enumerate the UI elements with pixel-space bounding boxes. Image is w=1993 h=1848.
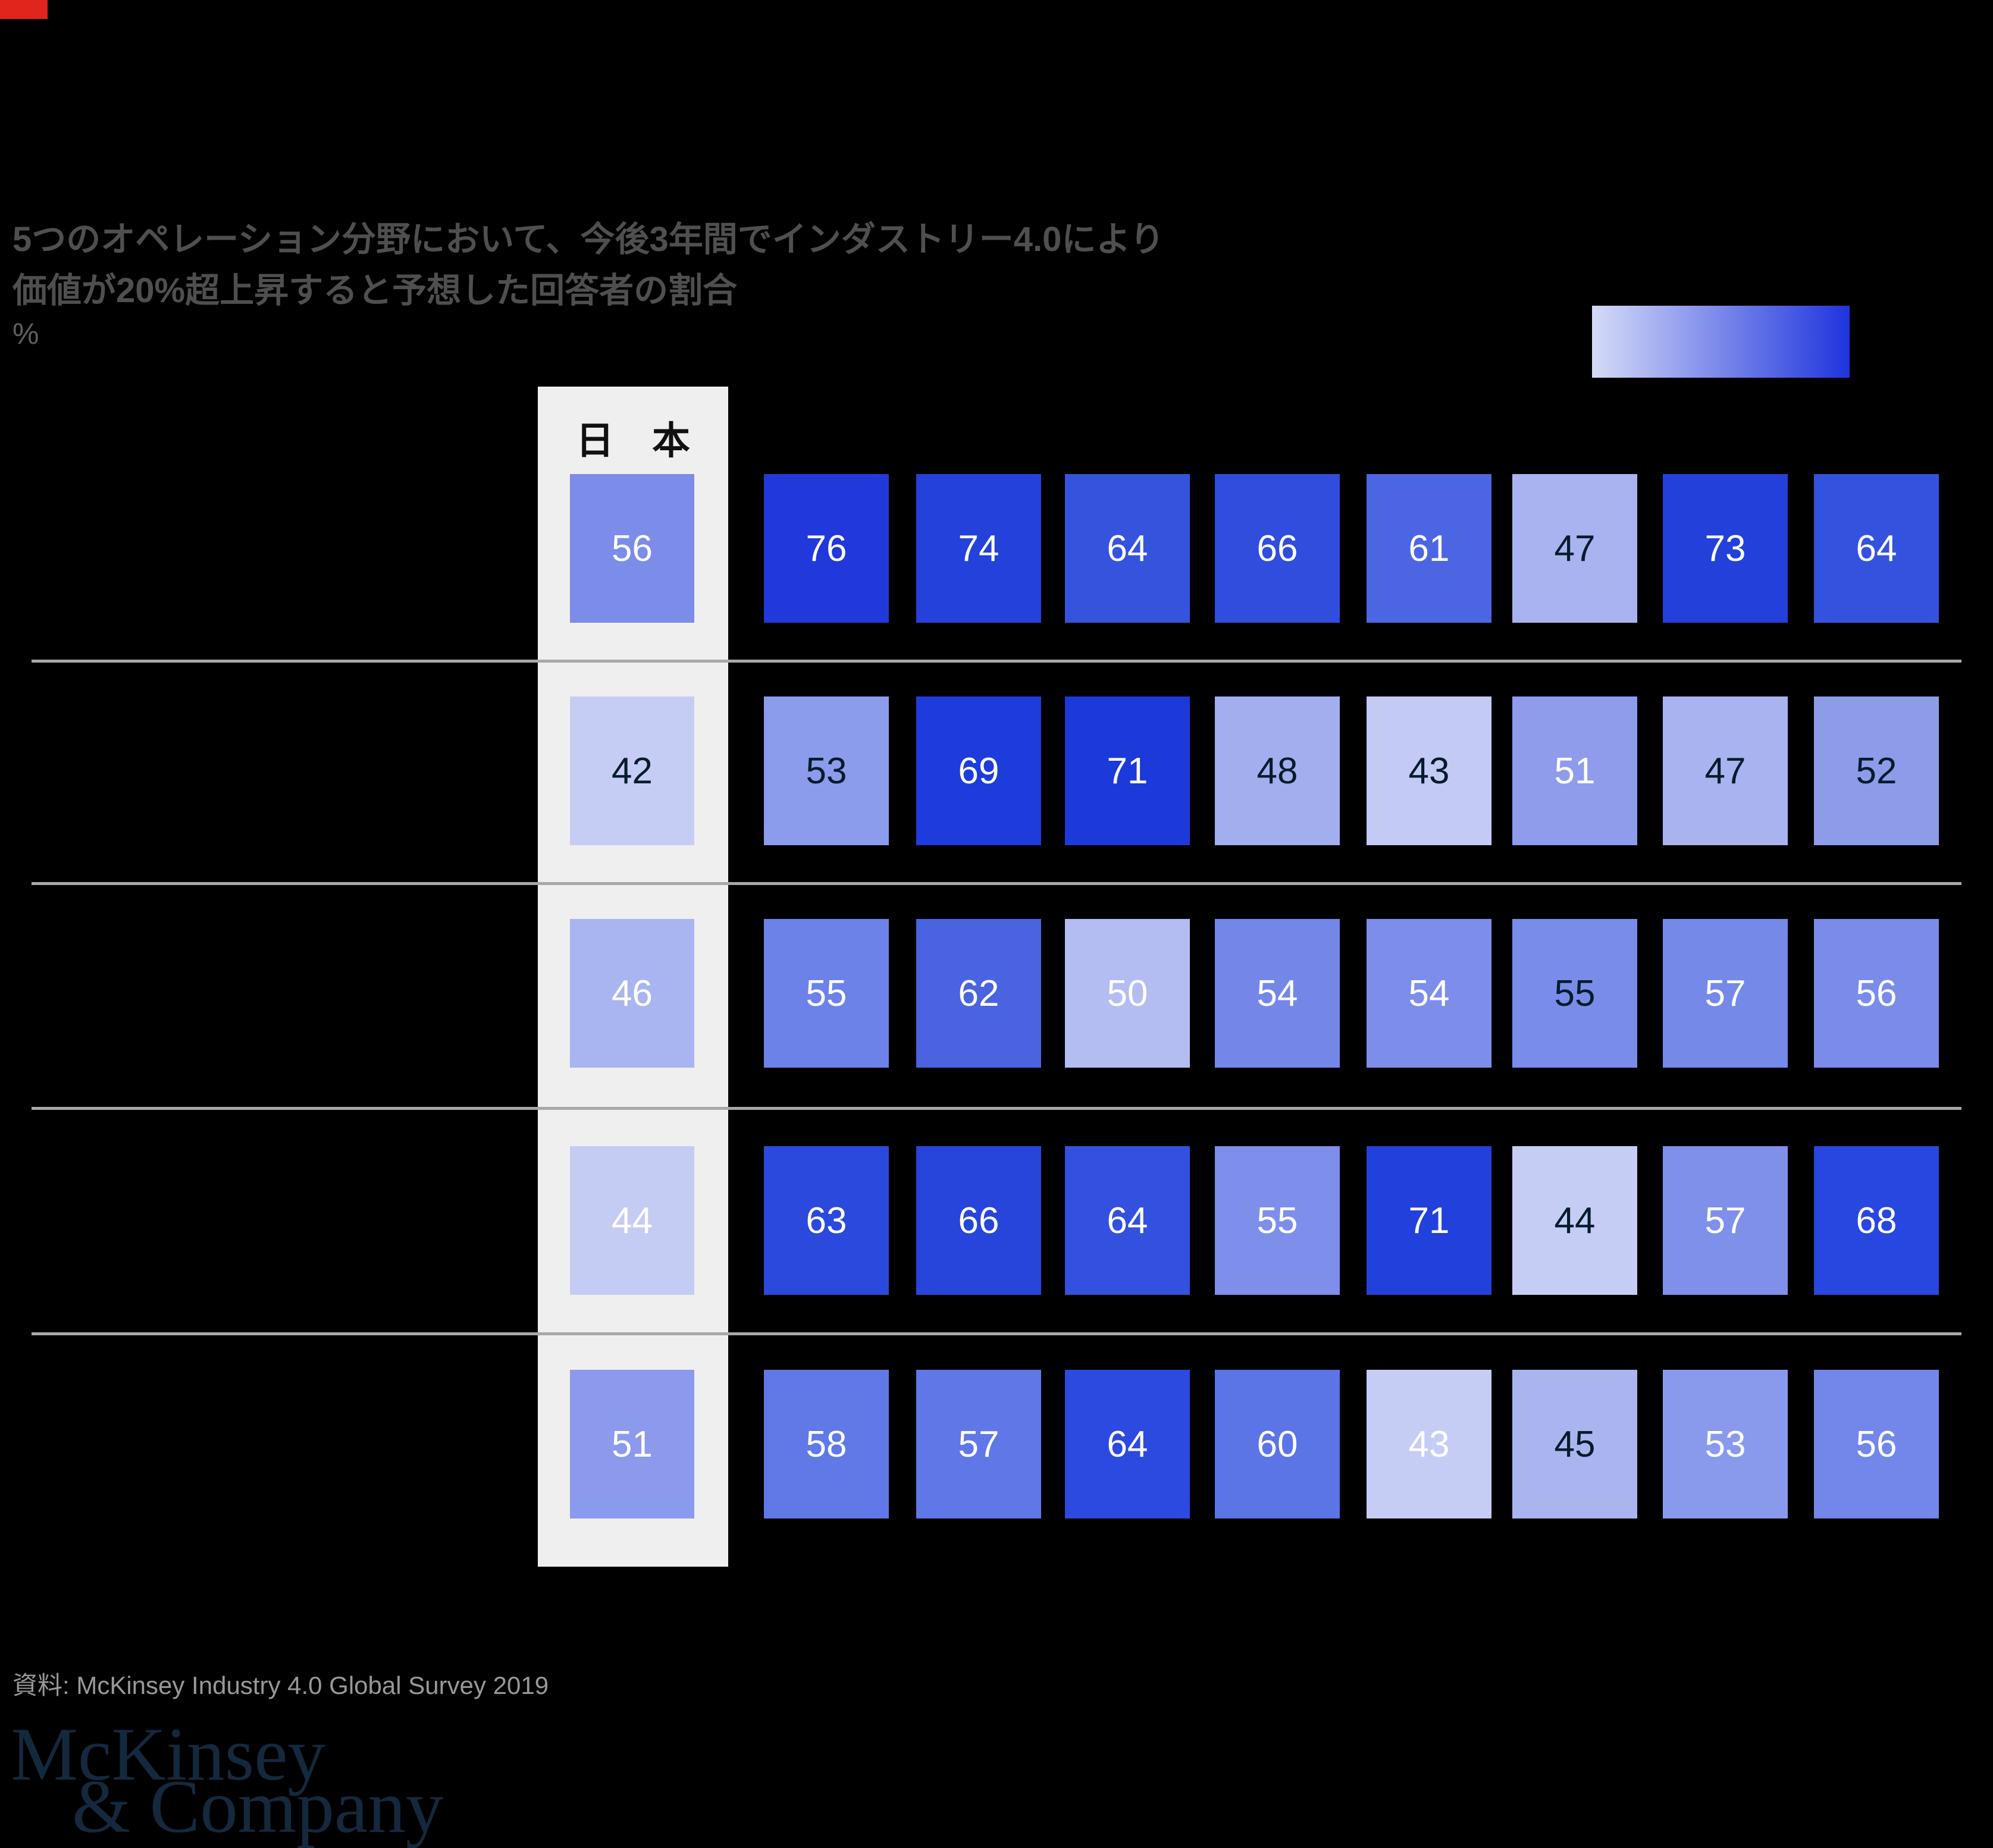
row-separator xyxy=(32,1332,1961,1335)
heatmap-cell: 68 xyxy=(1814,1146,1939,1295)
heatmap-cell: 54 xyxy=(1367,919,1491,1068)
heatmap-cell: 76 xyxy=(764,474,889,623)
heatmap-cell: 60 xyxy=(1215,1370,1340,1518)
heatmap-cell-japan: 44 xyxy=(570,1146,694,1295)
heatmap-cell: 55 xyxy=(1512,919,1637,1068)
unit-label: % xyxy=(12,317,39,350)
heatmap-cell: 51 xyxy=(1512,696,1637,845)
heatmap-cell: 47 xyxy=(1512,474,1637,623)
heatmap-cell: 54 xyxy=(1215,919,1340,1068)
heatmap-cell: 52 xyxy=(1814,696,1939,845)
heatmap-cell: 64 xyxy=(1814,474,1939,623)
heatmap-cell: 64 xyxy=(1065,1370,1190,1518)
heatmap-cell: 48 xyxy=(1215,696,1340,845)
row-separator xyxy=(32,882,1961,885)
heatmap-cell-japan: 56 xyxy=(570,474,694,623)
heatmap-cell: 56 xyxy=(1814,919,1939,1068)
heatmap-cell: 64 xyxy=(1065,474,1190,623)
heatmap-cell: 61 xyxy=(1367,474,1491,623)
heatmap-cell: 64 xyxy=(1065,1146,1190,1295)
heatmap-cell: 47 xyxy=(1663,696,1788,845)
heatmap-cell: 55 xyxy=(764,919,889,1068)
heatmap-cell: 66 xyxy=(916,1146,1041,1295)
source-note: 資料: McKinsey Industry 4.0 Global Survey … xyxy=(12,1671,549,1699)
row-separator xyxy=(32,660,1961,663)
japan-column-header: 日 本 xyxy=(576,419,690,462)
heatmap-cell: 71 xyxy=(1065,696,1190,845)
heatmap-cell: 45 xyxy=(1512,1370,1637,1518)
heatmap-cell: 73 xyxy=(1663,474,1788,623)
corner-tag xyxy=(0,0,48,19)
mckinsey-logo-line2: & Company xyxy=(72,1765,444,1848)
heatmap-cell-japan: 42 xyxy=(570,696,694,845)
heatmap-cell: 43 xyxy=(1367,696,1491,845)
heatmap-cell: 50 xyxy=(1065,919,1190,1068)
chart-title: 5つのオペレーション分野において、今後3年間でインダストリー4.0により 価値が… xyxy=(12,214,1164,316)
mckinsey-logo-line1: McKinsey xyxy=(11,1713,326,1796)
heatmap-cell: 69 xyxy=(916,696,1041,845)
heatmap-cell: 44 xyxy=(1512,1146,1637,1295)
heatmap-cell-japan: 51 xyxy=(570,1370,694,1518)
heatmap-cell: 58 xyxy=(764,1370,889,1518)
heatmap-cell: 57 xyxy=(1663,919,1788,1068)
heatmap-cell: 74 xyxy=(916,474,1041,623)
heatmap-cell: 53 xyxy=(764,696,889,845)
row-separator xyxy=(32,1107,1961,1110)
heatmap-cell-japan: 46 xyxy=(570,919,694,1068)
chart-title-line1: 5つのオペレーション分野において、今後3年間でインダストリー4.0により xyxy=(12,220,1165,259)
legend-gradient-bar xyxy=(1592,306,1850,378)
heatmap-cell: 53 xyxy=(1663,1370,1788,1518)
heatmap-cell: 66 xyxy=(1215,474,1340,623)
heatmap-cell: 71 xyxy=(1367,1146,1491,1295)
heatmap-cell: 63 xyxy=(764,1146,889,1295)
heatmap-cell: 57 xyxy=(1663,1146,1788,1295)
heatmap-cell: 62 xyxy=(916,919,1041,1068)
heatmap-cell: 57 xyxy=(916,1370,1041,1518)
chart-title-line2: 価値が20%超上昇すると予想した回答者の割合 xyxy=(12,271,738,310)
heatmap-cell: 43 xyxy=(1367,1370,1491,1518)
heatmap-cell: 56 xyxy=(1814,1370,1939,1518)
heatmap-cell: 55 xyxy=(1215,1146,1340,1295)
